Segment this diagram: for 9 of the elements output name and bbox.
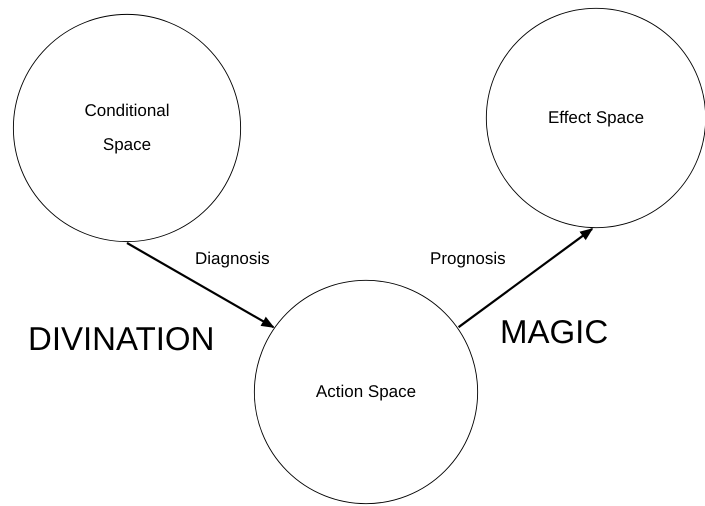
node-label: Effect Space xyxy=(548,107,644,129)
arrow xyxy=(458,228,594,328)
node-label: Conditional Space xyxy=(83,100,171,156)
edge-label: Diagnosis xyxy=(195,249,270,269)
node-label: Action Space xyxy=(316,381,416,403)
edge-label: Prognosis xyxy=(430,249,506,269)
arrow xyxy=(126,242,275,328)
section-label: DIVINATION xyxy=(28,320,214,358)
section-label: MAGIC xyxy=(500,313,608,351)
